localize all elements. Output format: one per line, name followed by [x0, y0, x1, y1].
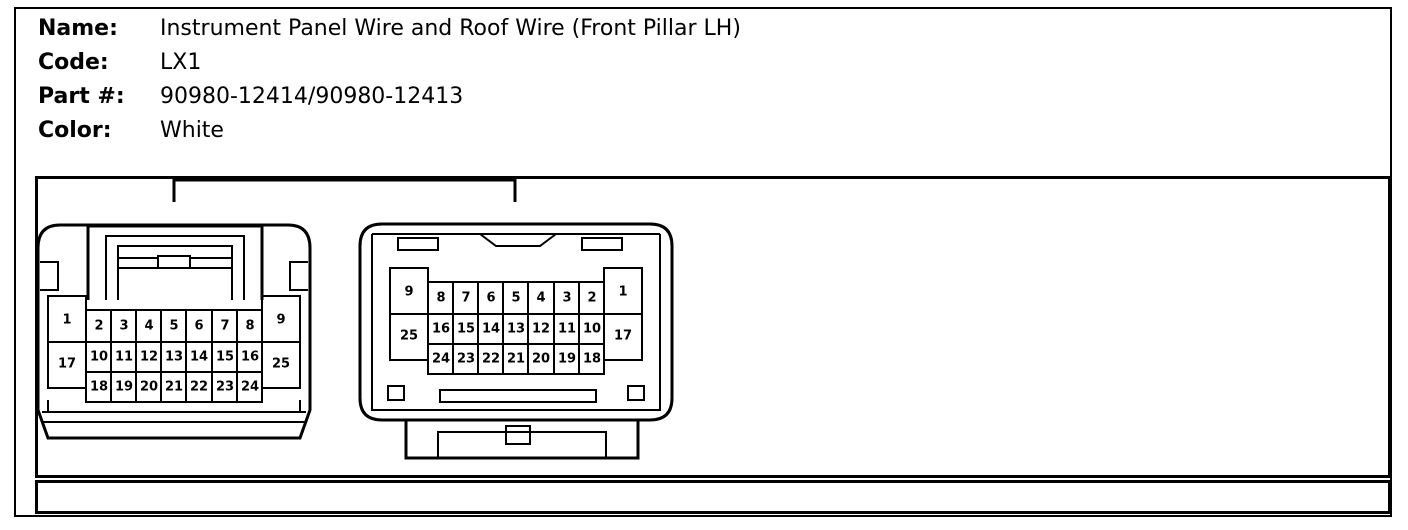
code-label: Code: [38, 50, 109, 75]
pin-label: 22 [482, 352, 500, 367]
pin-label: 21 [165, 380, 183, 395]
right-connector-cavities [389, 267, 643, 375]
pin-label: 19 [558, 352, 576, 367]
pin-label: 8 [436, 291, 445, 306]
pin-label: 5 [511, 291, 520, 306]
pin-label: 25 [400, 329, 418, 344]
pin-label: 10 [583, 322, 601, 337]
left-connector-bottom-rails [42, 411, 306, 423]
right-connector-lock-tab [505, 425, 531, 445]
pin-label: 17 [614, 329, 632, 344]
right-connector-foot-left [387, 385, 405, 401]
pin-label: 5 [169, 319, 178, 334]
pin-label: 15 [457, 322, 475, 337]
left-connector [36, 223, 312, 440]
pin-label: 13 [507, 322, 525, 337]
pin-label: 6 [486, 291, 495, 306]
pin-label: 9 [276, 313, 285, 328]
right-connector-top-key [479, 233, 557, 247]
notes-box [35, 480, 1391, 514]
part-label: Part #: [38, 84, 125, 109]
right-connector-top-slot-right [581, 237, 623, 251]
right-connector-lower-slot [437, 431, 607, 458]
color-value: White [160, 118, 224, 143]
pin-label: 1 [62, 313, 71, 328]
pin-label: 14 [190, 350, 208, 365]
pin-label: 12 [532, 322, 550, 337]
pin-label: 3 [119, 319, 128, 334]
right-connector-bottom-bar [439, 389, 597, 403]
right-connector-foot-right [627, 385, 645, 401]
pin-label: 16 [241, 350, 259, 365]
pin-label: 2 [587, 291, 596, 306]
pin-label: 18 [90, 380, 108, 395]
pin-label: 11 [115, 350, 133, 365]
pin-label: 19 [115, 380, 133, 395]
pin-label: 24 [432, 352, 450, 367]
left-connector-latch-inner [117, 245, 233, 300]
pin-label: 20 [532, 352, 550, 367]
pin-label: 9 [404, 285, 413, 300]
connector-info-frame [14, 7, 1392, 517]
pin-label: 18 [583, 352, 601, 367]
pin-label: 6 [194, 319, 203, 334]
name-value: Instrument Panel Wire and Roof Wire (Fro… [160, 16, 741, 41]
pin-label: 11 [558, 322, 576, 337]
pin-label: 14 [482, 322, 500, 337]
pin-label: 10 [90, 350, 108, 365]
pin-label: 13 [165, 350, 183, 365]
left-connector-side-notch-right [289, 261, 308, 291]
pin-label: 15 [216, 350, 234, 365]
pin-label: 1 [618, 285, 627, 300]
pin-label: 22 [190, 380, 208, 395]
pin-label: 8 [245, 319, 254, 334]
right-connector-inner-wall [371, 234, 661, 411]
left-connector-latch-outer [105, 235, 245, 300]
part-value: 90980-12414/90980-12413 [160, 84, 464, 109]
pin-label: 7 [461, 291, 470, 306]
left-connector-lock-tab [157, 255, 191, 269]
pin-label: 4 [144, 319, 153, 334]
left-connector-body [36, 223, 312, 440]
left-connector-cavities [47, 295, 301, 403]
pin-label: 12 [140, 350, 158, 365]
pin-label: 25 [272, 357, 290, 372]
code-value: LX1 [160, 50, 202, 75]
left-connector-latch-lines [118, 257, 232, 269]
pin-label: 23 [216, 380, 234, 395]
pin-label: 4 [536, 291, 545, 306]
pin-label: 3 [562, 291, 571, 306]
pin-label: 7 [220, 319, 229, 334]
pin-label: 24 [241, 380, 259, 395]
pin-label: 23 [457, 352, 475, 367]
left-connector-rail-ends [47, 400, 301, 412]
right-connector-body [358, 222, 674, 422]
mating-bracket [172, 178, 517, 202]
name-label: Name: [38, 16, 118, 41]
left-connector-hood [86, 224, 264, 300]
right-connector [358, 222, 674, 460]
pin-label: 17 [58, 357, 76, 372]
color-label: Color: [38, 118, 112, 143]
right-connector-top-slot-left [397, 237, 439, 251]
left-connector-side-notch-left [40, 261, 59, 291]
pin-label: 21 [507, 352, 525, 367]
right-connector-lower-housing [404, 420, 640, 460]
pin-label: 16 [432, 322, 450, 337]
pin-label: 20 [140, 380, 158, 395]
pin-label: 2 [94, 319, 103, 334]
